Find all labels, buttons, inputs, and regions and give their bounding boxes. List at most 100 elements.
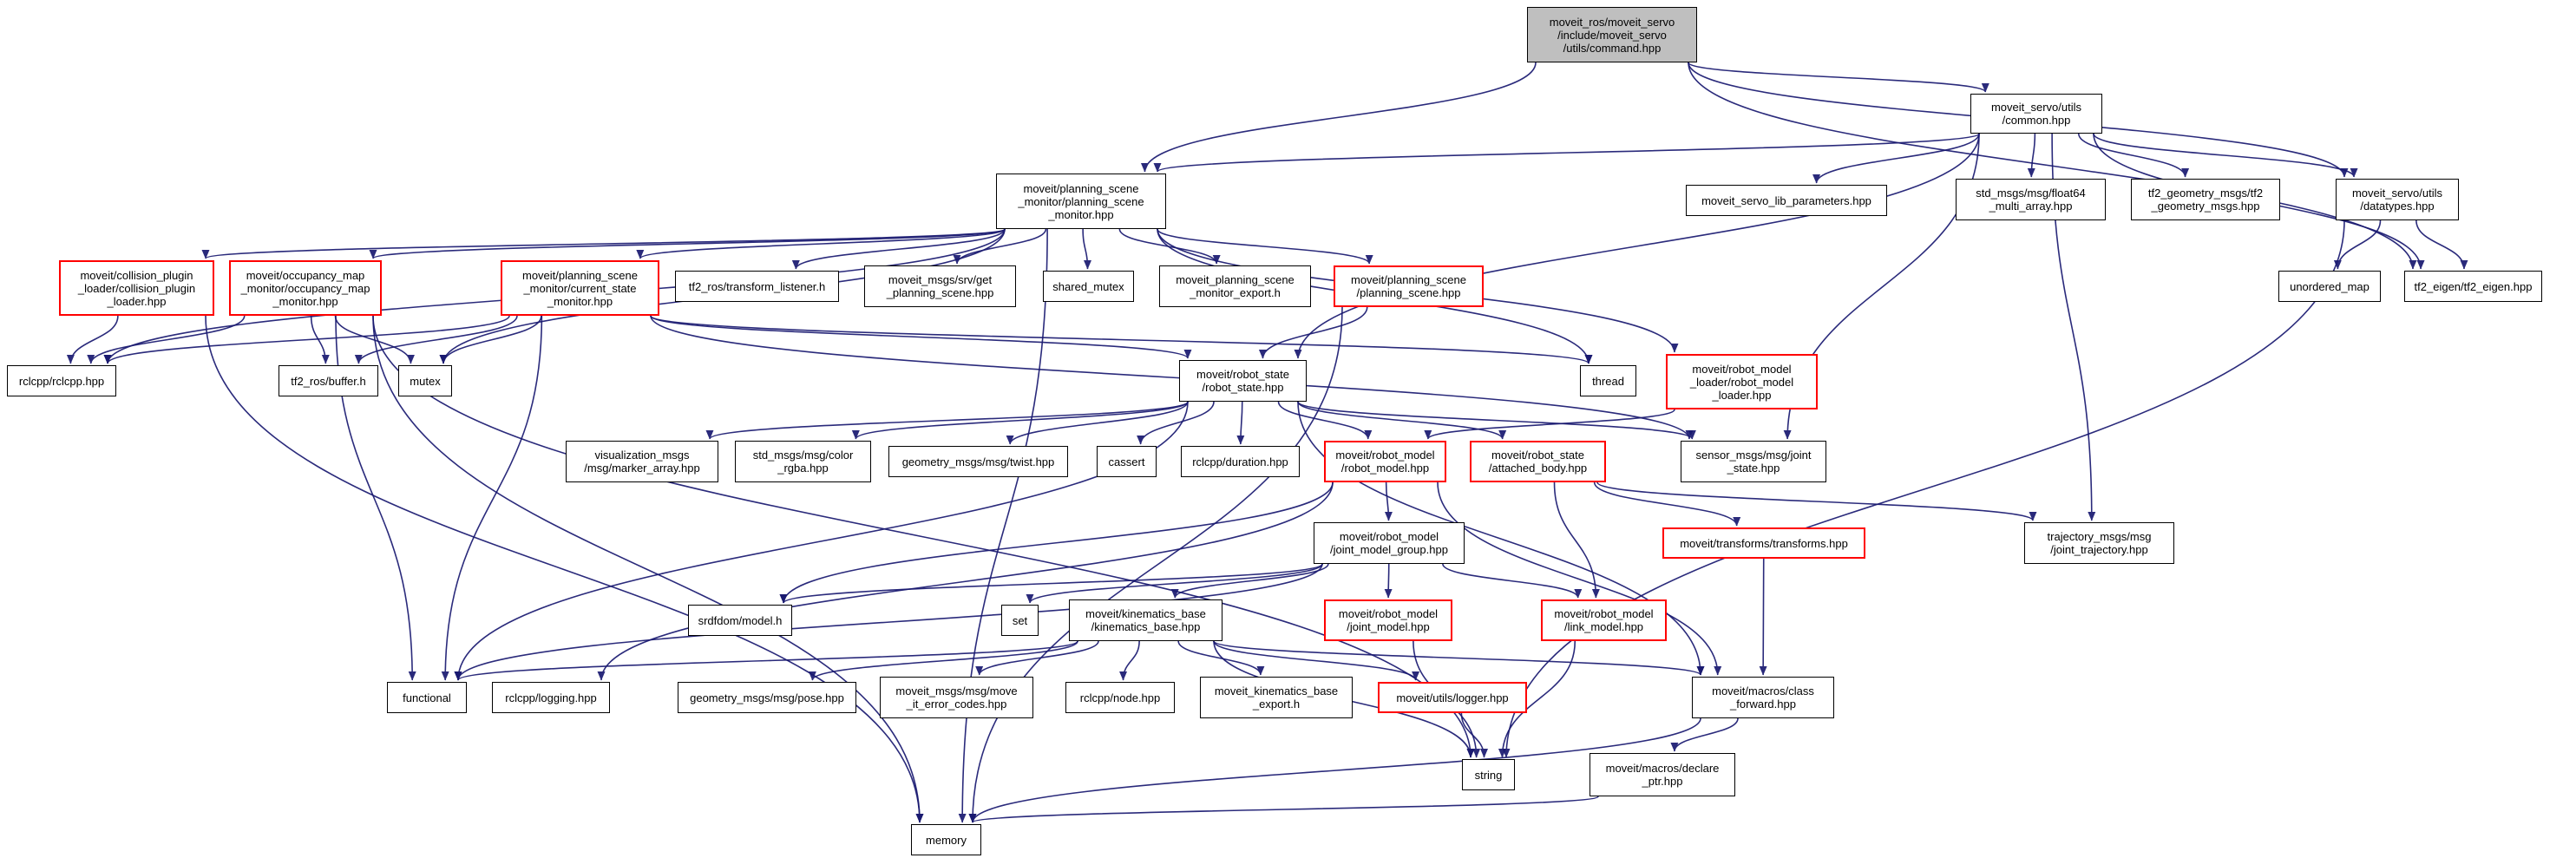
graph-node-label: moveit/kinematics_base	[1085, 607, 1206, 620]
include-edge-common--float64	[2027, 133, 2036, 178]
graph-node-string: string	[1462, 759, 1515, 790]
graph-node-class_forward[interactable]: moveit/macros/class_forward.hpp	[1692, 677, 1834, 718]
include-edge-csm--robot_state	[650, 315, 1192, 359]
graph-node-label: /joint_trajectory.hpp	[2050, 543, 2148, 556]
include-edge-planning_scene--robot_state	[1258, 306, 1368, 359]
include-edge-kb--node	[1118, 640, 1140, 681]
include-edge-jmg--link_model	[1442, 563, 1583, 599]
graph-node-label: /kinematics_base.hpp	[1091, 620, 1201, 633]
graph-node-attached_body[interactable]: moveit/robot_state/attached_body.hpp	[1470, 441, 1606, 482]
graph-node-common[interactable]: moveit_servo/utils/common.hpp	[1970, 94, 2102, 134]
graph-node-collision[interactable]: moveit/collision_plugin_loader/collision…	[59, 260, 214, 316]
graph-node-label: moveit_msgs/msg/move	[895, 684, 1018, 698]
graph-node-link_model[interactable]: moveit/robot_model/link_model.hpp	[1541, 599, 1667, 641]
graph-node-label: functional	[403, 691, 451, 704]
include-edge-robot_state--class_forward	[1297, 401, 1705, 676]
graph-node-label: string	[1474, 768, 1503, 782]
graph-node-planning_scene[interactable]: moveit/planning_scene/planning_scene.hpp	[1334, 265, 1484, 307]
include-edge-jmg--functional	[454, 563, 1323, 681]
graph-node-label: tf2_ros/buffer.h	[291, 374, 366, 388]
graph-node-kb_export[interactable]: moveit_kinematics_base_export.h	[1200, 677, 1353, 718]
include-edge-attached_body--joint_trajectory	[1596, 481, 2037, 521]
graph-node-label: moveit/robot_model	[1554, 607, 1654, 620]
include-edge-robot_state--duration	[1236, 401, 1245, 445]
include-edge-robot_state--joint_state	[1297, 401, 1696, 440]
include-edge-robot_model--jmg	[1384, 481, 1393, 521]
graph-node-mutex: mutex	[398, 365, 452, 396]
graph-node-transform_listener: tf2_ros/transform_listener.h	[675, 271, 839, 302]
graph-node-jmg[interactable]: moveit/robot_model/joint_model_group.hpp	[1314, 522, 1465, 564]
include-edge-common--servo_lib_params	[1812, 133, 1980, 184]
graph-node-robot_model[interactable]: moveit/robot_model/robot_model.hpp	[1324, 441, 1446, 482]
include-edge-occupancy--memory	[372, 315, 924, 823]
graph-node-cassert: cassert	[1097, 446, 1157, 477]
include-edge-robot_state--robot_model	[1277, 401, 1373, 440]
include-edge-common--psm	[1153, 133, 1980, 173]
graph-node-psm[interactable]: moveit/planning_scene_monitor/planning_s…	[996, 174, 1166, 229]
include-edge-rml--robot_model	[1424, 409, 1675, 440]
graph-node-label: moveit/robot_state	[1196, 368, 1289, 381]
graph-node-label: unordered_map	[2290, 279, 2370, 293]
include-edge-psm--shared_mutex	[1082, 228, 1092, 270]
graph-node-label: moveit/occupancy_map	[246, 268, 365, 282]
graph-node-datatypes[interactable]: moveit_servo/utils/datatypes.hpp	[2336, 179, 2459, 220]
graph-node-duration: rclcpp/duration.hpp	[1181, 446, 1300, 477]
graph-node-logger[interactable]: moveit/utils/logger.hpp	[1378, 682, 1527, 713]
include-edge-psm--occupancy	[369, 228, 1006, 259]
include-edge-occupancy--mutex	[334, 315, 415, 364]
graph-node-label: tf2_eigen/tf2_eigen.hpp	[2414, 279, 2533, 293]
graph-node-tf2_buffer: tf2_ros/buffer.h	[279, 365, 378, 396]
include-edge-attached_body--transforms	[1593, 481, 1741, 527]
graph-node-label: _monitor_export.h	[1190, 286, 1281, 299]
graph-node-occupancy[interactable]: moveit/occupancy_map_monitor/occupancy_m…	[229, 260, 382, 316]
include-edge-robot_model--class_forward	[1437, 481, 1722, 676]
graph-node-twist: geometry_msgs/msg/twist.hpp	[888, 446, 1068, 477]
graph-node-kb[interactable]: moveit/kinematics_base/kinematics_base.h…	[1069, 599, 1222, 641]
graph-node-label: /attached_body.hpp	[1488, 462, 1588, 475]
graph-node-label: trajectory_msgs/msg	[2047, 530, 2152, 543]
graph-node-label: tf2_ros/transform_listener.h	[688, 279, 826, 293]
graph-node-set: set	[1001, 605, 1039, 636]
include-edge-command--psm	[1140, 62, 1537, 173]
graph-node-label: _it_error_codes.hpp	[906, 698, 1007, 711]
graph-node-label: moveit_planning_scene	[1176, 273, 1295, 286]
graph-node-robot_state[interactable]: moveit/robot_state/robot_state.hpp	[1179, 360, 1307, 402]
graph-node-label: moveit/robot_model	[1338, 607, 1439, 620]
include-edge-kb--error_codes	[975, 640, 1099, 676]
graph-node-transforms[interactable]: moveit/transforms/transforms.hpp	[1662, 527, 1865, 559]
include-edge-jmg--joint_model	[1384, 563, 1393, 599]
include-edge-psm--collision	[201, 228, 1006, 259]
graph-node-error_codes: moveit_msgs/msg/move_it_error_codes.hpp	[880, 677, 1033, 718]
include-edge-robot_model--srdf	[779, 481, 1334, 604]
graph-node-psm_export[interactable]: moveit_planning_scene_monitor_export.h	[1159, 265, 1311, 307]
graph-node-label: moveit_servo/utils	[1990, 101, 2082, 114]
graph-node-label: srdfdom/model.h	[698, 613, 783, 627]
include-edge-occupancy--rclcpp	[87, 315, 246, 364]
graph-node-label: /robot_model.hpp	[1340, 462, 1430, 475]
include-edge-robot_state--marker_array	[705, 401, 1189, 440]
graph-node-label: moveit_kinematics_base	[1214, 684, 1339, 698]
include-edge-jmg--srdf	[779, 563, 1323, 604]
graph-node-label: /common.hpp	[2002, 114, 2071, 127]
graph-node-joint_state: sensor_msgs/msg/joint_state.hpp	[1681, 441, 1826, 482]
graph-node-marker_array: visualization_msgs/msg/marker_array.hpp	[566, 441, 718, 482]
graph-node-label: moveit_msgs/srv/get	[888, 273, 993, 286]
include-edge-command--common	[1688, 62, 1989, 93]
graph-node-label: _loader.hpp	[107, 294, 167, 308]
graph-node-csm[interactable]: moveit/planning_scene_monitor/current_st…	[501, 260, 659, 316]
graph-node-label: _monitor.hpp	[272, 294, 338, 308]
include-edge-psm--planning_scene	[1157, 228, 1373, 265]
graph-node-label: _state.hpp	[1727, 462, 1780, 475]
include-edge-jmg--set	[1026, 563, 1323, 604]
include-edge-class_forward--declare_ptr	[1670, 717, 1739, 752]
graph-node-rml[interactable]: moveit/robot_model_loader/robot_model_lo…	[1666, 354, 1818, 409]
include-edge-kb--functional	[454, 640, 1078, 681]
include-edge-psm--transform_listener	[791, 228, 1006, 270]
graph-node-label: moveit/planning_scene	[1351, 273, 1466, 286]
include-edge-jmg--kb	[1170, 563, 1329, 599]
graph-node-declare_ptr[interactable]: moveit/macros/declare_ptr.hpp	[1590, 753, 1735, 796]
graph-node-label: _forward.hpp	[1730, 698, 1796, 711]
include-edge-datatypes--unordered_map	[2333, 219, 2382, 270]
graph-node-joint_model[interactable]: moveit/robot_model/joint_model.hpp	[1324, 599, 1452, 641]
graph-node-tf2_geom: tf2_geometry_msgs/tf2_geometry_msgs.hpp	[2131, 179, 2280, 220]
